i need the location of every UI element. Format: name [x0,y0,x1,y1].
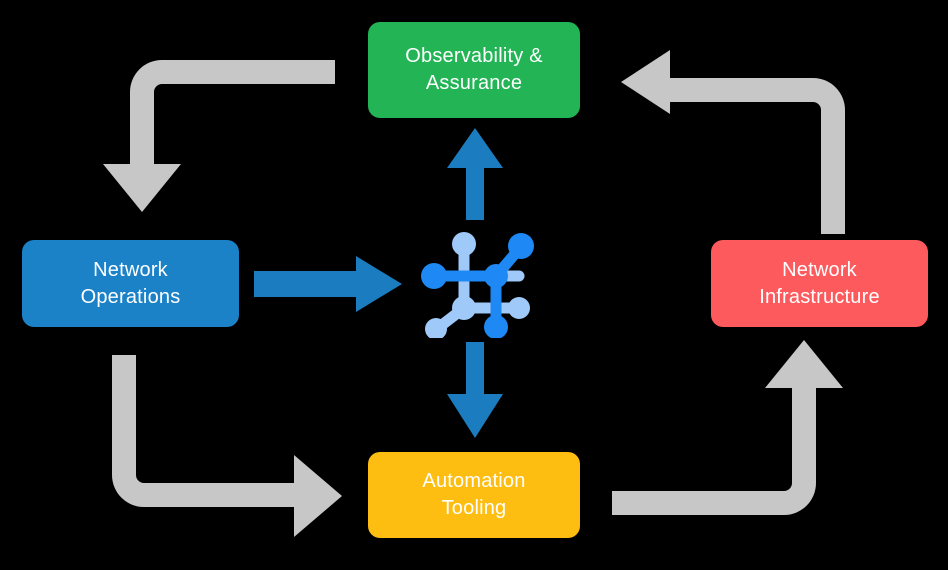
topology-node-bottom [484,315,508,339]
topology-node-right-lower [508,297,530,319]
network-topology-icon [420,220,538,340]
node-box-automation-tooling[interactable]: Automation Tooling [368,452,580,538]
node-box-observability[interactable]: Observability & Assurance [368,22,580,118]
topology-node-bottom-left [425,318,447,340]
gray-arrow-operations-to-automation [112,355,342,537]
gray-arrow-automation-to-infrastructure [612,340,843,515]
topology-node-top [452,232,476,256]
gray-arrow-observability-to-operations [103,60,335,212]
blue-arrow-operations-to-center [254,256,402,312]
gray-arrow-infrastructure-to-observability [621,50,845,234]
blue-arrow-center-to-automation [447,342,503,438]
topology-node-left [421,263,447,289]
network-topology-icon-svg [421,232,534,340]
topology-nodes [421,232,534,340]
topology-node-mid-left [452,296,476,320]
node-box-network-operations[interactable]: Network Operations [22,240,239,327]
node-box-network-infrastructure[interactable]: Network Infrastructure [711,240,928,327]
topology-node-center [484,264,508,288]
topology-node-top-right [508,233,534,259]
blue-arrow-center-to-observability [447,128,503,220]
